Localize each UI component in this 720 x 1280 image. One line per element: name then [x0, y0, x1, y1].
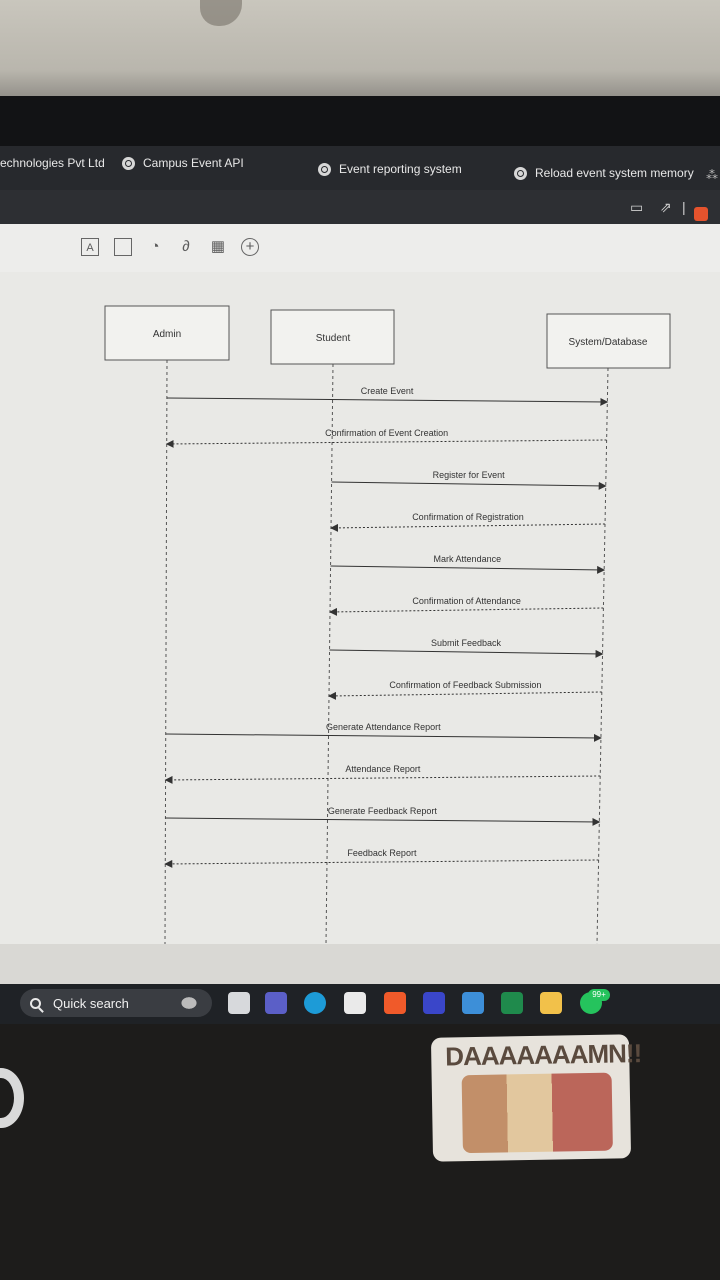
chatgpt-icon	[318, 162, 331, 176]
editor-bottom-strip	[0, 944, 720, 984]
message-11[interactable]: Generate Feedback Report	[165, 806, 601, 826]
globe-icon	[122, 156, 135, 170]
notification-badge: 99+	[588, 989, 610, 1001]
message-arrow	[165, 439, 607, 448]
sticker-text: DAAAAAAAMN!!	[445, 1038, 642, 1072]
meme-sticker: DAAAAAAAMN!!	[430, 1034, 641, 1162]
message-arrow	[165, 733, 602, 742]
intellij-icon[interactable]	[423, 992, 445, 1014]
message-label: Feedback Report	[347, 848, 417, 858]
text-box-icon[interactable]: A	[81, 238, 99, 256]
quick-search-box[interactable]: Quick search	[20, 989, 212, 1017]
editor-toolbar: A ◔ ∂ ▦ +	[0, 224, 720, 273]
file-explorer-icon[interactable]	[540, 992, 562, 1014]
lifeline-system-database	[596, 367, 609, 945]
participant-label: Student	[316, 333, 351, 344]
message-arrow	[330, 565, 606, 574]
tab-overflow-icon[interactable]: ⁂	[706, 168, 718, 182]
tab-event-reporting-system[interactable]: Event reporting system	[318, 162, 462, 176]
windows-taskbar: Quick search	[0, 984, 720, 1024]
browser-tab-bar: echnologies Pvt Ltd Campus Event API Eve…	[0, 146, 720, 190]
message-arrow	[329, 649, 604, 658]
edge-icon[interactable]	[304, 992, 326, 1014]
participant-admin[interactable]: Admin	[104, 305, 230, 361]
message-label: Confirmation of Registration	[412, 512, 524, 522]
message-arrow	[164, 775, 601, 784]
message-label: Register for Event	[433, 470, 506, 480]
separator-icon: |	[682, 199, 686, 215]
message-2[interactable]: Confirmation of Event Creation	[165, 428, 607, 448]
message-arrow	[166, 397, 609, 406]
message-12[interactable]: Feedback Report	[164, 848, 599, 868]
message-label: Confirmation of Feedback Submission	[389, 680, 541, 690]
task-view-icon[interactable]	[228, 992, 250, 1014]
message-3[interactable]: Register for Event	[331, 470, 607, 490]
search-icon	[30, 997, 41, 1009]
tab-label: Event reporting system	[339, 162, 462, 176]
message-7[interactable]: Submit Feedback	[329, 638, 604, 658]
browser-toolbar: ▭ ⇗ |	[0, 190, 720, 224]
search-highlight-icon	[176, 993, 202, 1013]
table-icon[interactable]: ▦	[210, 238, 226, 255]
message-4[interactable]: Confirmation of Registration	[330, 512, 605, 532]
sequence-diagram: Admin Student System/Database Create Eve…	[104, 305, 671, 945]
install-app-icon[interactable]: ▭	[630, 199, 644, 215]
participant-system-database[interactable]: System/Database	[546, 313, 671, 369]
message-arrow	[164, 859, 599, 868]
diagram-editor: A ◔ ∂ ▦ + Admin Student System	[0, 224, 720, 945]
participant-label: Admin	[153, 329, 181, 340]
tab-label: Reload event system memory	[535, 166, 694, 180]
background-wall	[0, 0, 720, 100]
quick-search-label: Quick search	[53, 995, 129, 1011]
tab-reload-event-system-memory[interactable]: Reload event system memory	[514, 166, 694, 180]
store-icon[interactable]	[344, 992, 366, 1014]
message-label: Generate Feedback Report	[328, 806, 438, 816]
message-label: Confirmation of Event Creation	[325, 428, 448, 438]
decorative-ring	[0, 1068, 24, 1128]
tab-technologies[interactable]: echnologies Pvt Ltd	[0, 156, 105, 170]
add-icon[interactable]: +	[241, 238, 259, 256]
tab-label: Campus Event API	[143, 156, 244, 170]
shapes-icon[interactable]: ◔	[150, 238, 160, 255]
diagram-canvas[interactable]: Admin Student System/Database Create Eve…	[0, 272, 720, 945]
tab-label: echnologies Pvt Ltd	[0, 156, 105, 170]
message-arrow	[330, 523, 605, 532]
brave-shield-icon[interactable]	[694, 207, 708, 221]
message-arrow	[329, 607, 604, 616]
photos-icon[interactable]	[462, 992, 484, 1014]
participant-label: System/Database	[569, 337, 648, 348]
chatgpt-icon	[514, 166, 527, 180]
lifeline-admin	[164, 359, 168, 945]
brave-icon[interactable]	[384, 992, 406, 1014]
share-icon[interactable]: ⇗	[660, 199, 672, 215]
participant-student[interactable]: Student	[270, 309, 395, 365]
message-arrow	[331, 481, 607, 490]
message-arrow	[165, 817, 601, 826]
message-8[interactable]: Confirmation of Feedback Submission	[328, 680, 602, 700]
message-9[interactable]: Generate Attendance Report	[165, 722, 602, 742]
message-label: Attendance Report	[345, 764, 421, 774]
monitor-bezel	[0, 96, 720, 146]
message-label: Generate Attendance Report	[326, 722, 441, 732]
teams-icon[interactable]	[265, 992, 287, 1014]
message-label: Mark Attendance	[434, 554, 502, 564]
message-label: Create Event	[361, 386, 414, 396]
message-1[interactable]: Create Event	[166, 386, 609, 406]
message-label: Confirmation of Attendance	[412, 596, 521, 606]
tab-campus-event-api[interactable]: Campus Event API	[122, 156, 244, 170]
message-5[interactable]: Mark Attendance	[330, 554, 606, 574]
message-6[interactable]: Confirmation of Attendance	[329, 596, 604, 616]
message-10[interactable]: Attendance Report	[164, 764, 601, 784]
excel-icon[interactable]	[501, 992, 523, 1014]
message-arrow	[328, 691, 602, 700]
rectangle-icon[interactable]	[114, 238, 132, 256]
wall-mark	[200, 0, 242, 26]
lifeline-student	[325, 363, 334, 945]
message-label: Submit Feedback	[431, 638, 502, 648]
sticker-artwork	[461, 1072, 613, 1154]
freehand-icon[interactable]: ∂	[182, 238, 190, 255]
